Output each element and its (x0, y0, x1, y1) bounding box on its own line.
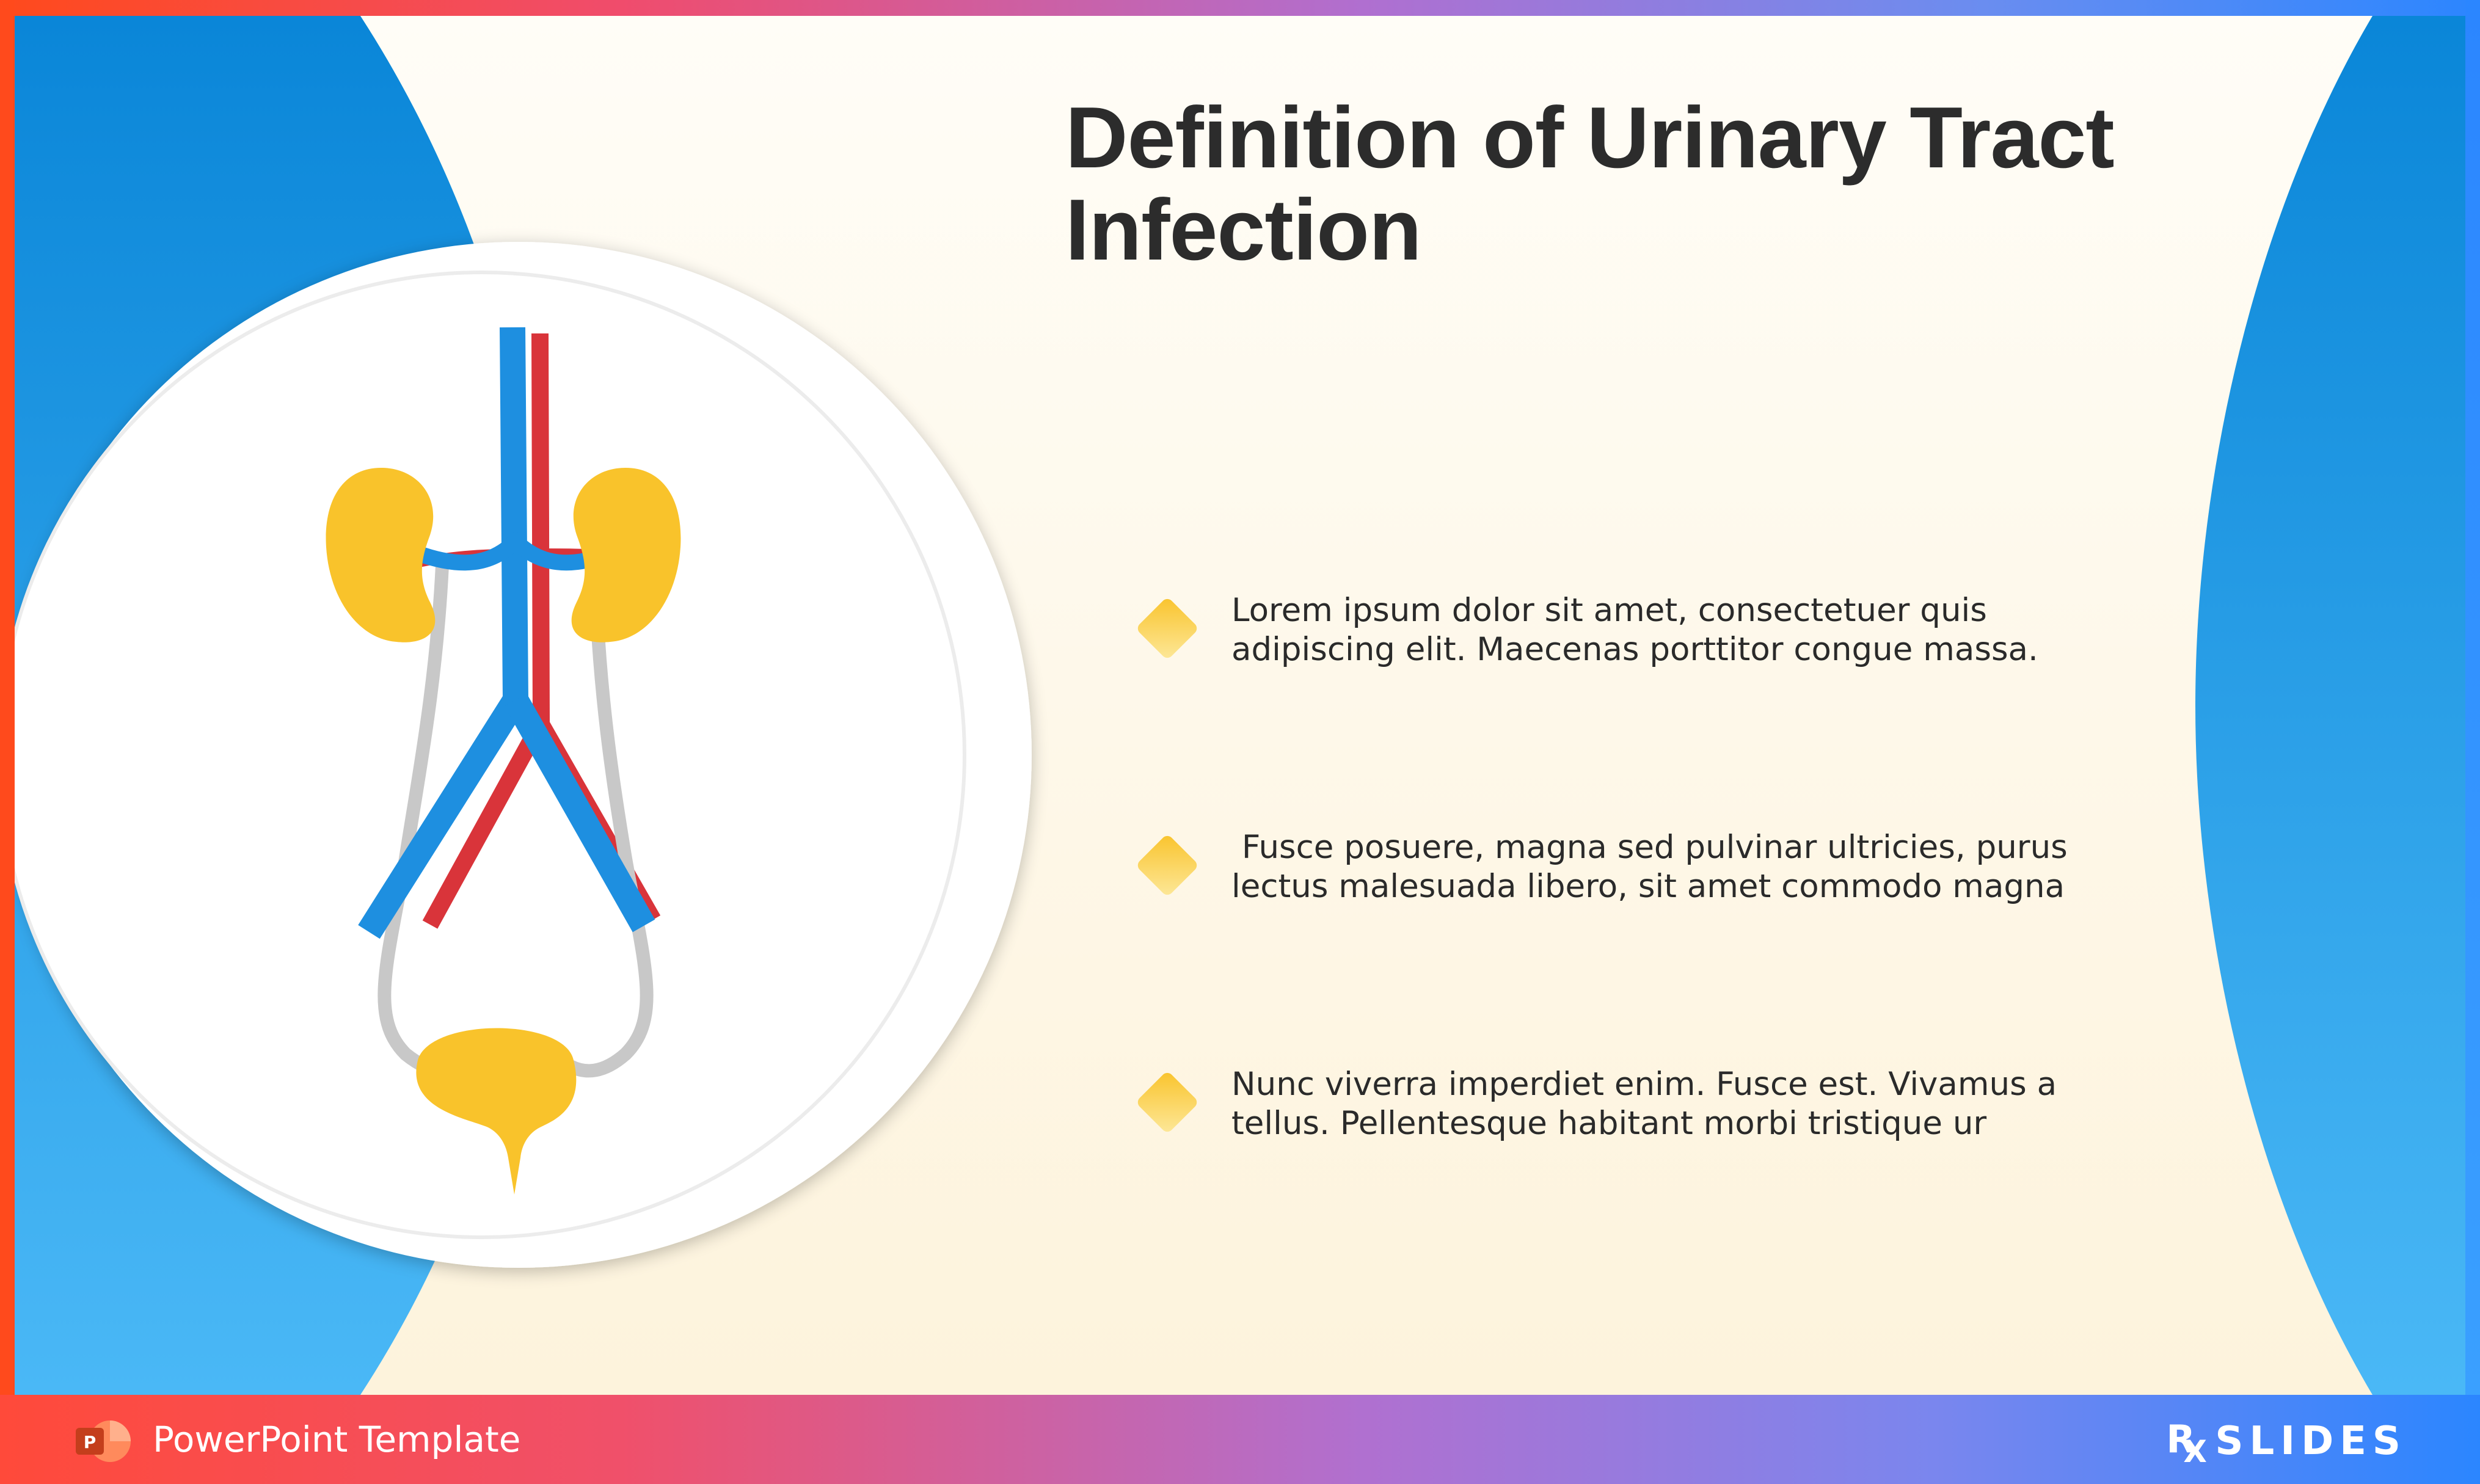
brand-logo: R X SLIDES (2166, 1417, 2407, 1469)
urinary-system-icon (326, 327, 681, 1195)
rx-letter: R (2166, 1417, 2196, 1461)
footer-bar: P PowerPoint Template R X SLIDES (0, 1395, 2480, 1484)
slide-canvas: Definition of Urinary Tract Infection Lo… (15, 16, 2465, 1395)
x-letter: X (2183, 1434, 2207, 1469)
bullet-item: Nunc viverra imperdiet enim. Fusce est. … (1129, 1065, 2107, 1151)
diamond-icon (1135, 833, 1200, 898)
footer-label: PowerPoint Template (153, 1419, 521, 1460)
slide-background (15, 16, 2465, 1395)
powerpoint-icon: P (76, 1420, 131, 1462)
bullet-text: Nunc viverra imperdiet enim. Fusce est. … (1231, 1066, 2067, 1142)
svg-text:P: P (84, 1432, 97, 1452)
slide-title: Definition of Urinary Tract Infection (1065, 89, 2115, 278)
right-border (2465, 0, 2480, 1405)
diamond-icon (1135, 596, 1200, 661)
bullet-text: Lorem ipsum dolor sit amet, consectetuer… (1231, 592, 2038, 668)
rx-mark: R X (2166, 1417, 2209, 1469)
bullet-item: Fusce posuere, magna sed pulvinar ultric… (1129, 828, 2107, 914)
bullet-text: Fusce posuere, magna sed pulvinar ultric… (1231, 829, 2078, 905)
left-border (0, 0, 15, 1405)
bullet-item: Lorem ipsum dolor sit amet, consectetuer… (1129, 591, 2107, 677)
brand-name: SLIDES (2215, 1419, 2407, 1464)
top-border (0, 0, 2480, 16)
diamond-icon (1135, 1070, 1200, 1135)
right-blue-arc (2195, 16, 2465, 1395)
